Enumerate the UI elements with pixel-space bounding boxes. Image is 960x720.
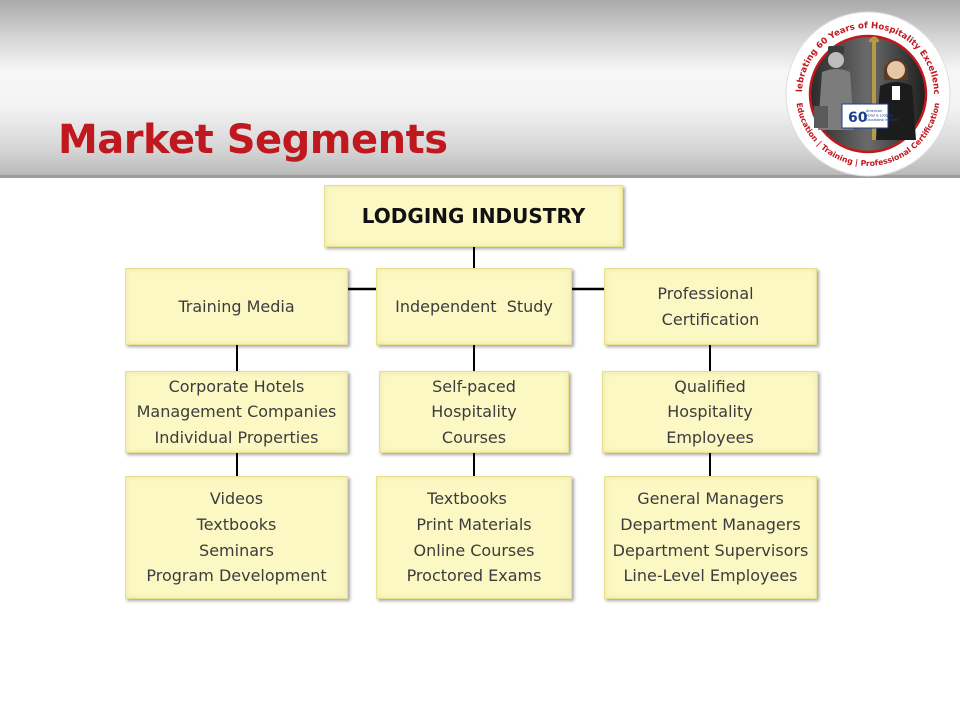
badge-number: 60 [848,110,868,126]
product-line: Department Supervisors [612,540,809,560]
node-products-professional-certification: General Managers Department Managers Dep… [604,476,817,599]
node-label-line: Professional [657,283,754,303]
product-line: General Managers [637,489,784,509]
node-products-independent-study: Textbooks Print Materials Online Courses… [376,476,572,599]
product-line: Seminars [199,540,274,560]
header-divider [0,175,960,178]
badge-text-2: Hotel & Lodging [866,114,893,118]
ahlei-60-years-logo: Celebrating 60 Years of Hospitality Exce… [784,10,951,177]
node-label-line: Training Media [178,296,295,316]
node-segment-qualified-employees: Qualified Hospitality Employees [602,371,818,453]
node-training-media: Training Media [125,268,348,345]
node-products-training-media: Videos Textbooks Seminars Program Develo… [125,476,348,599]
page-title: Market Segments [58,117,448,163]
product-line: Proctored Exams [406,566,542,586]
segment-line: Hospitality [431,402,517,422]
product-line: Print Materials [416,514,532,534]
root-node-label: LODGING INDUSTRY [361,204,586,228]
segment-line: Corporate Hotels [168,376,305,396]
product-line: Line-Level Employees [623,566,798,586]
badge-text-1: American [866,109,882,113]
root-node-lodging-industry: LODGING INDUSTRY [324,185,623,247]
node-segment-hotels: Corporate Hotels Management Companies In… [125,371,348,453]
node-label-line: Certification [661,309,760,329]
segment-line: Hospitality [667,402,753,422]
segment-line: Management Companies [136,402,337,422]
product-line: Textbooks [196,514,277,534]
product-line: Textbooks [427,489,507,509]
segment-line: Employees [666,427,754,447]
node-professional-certification: Professional Certification [604,268,817,345]
segment-line: Qualified [674,376,746,396]
ahlei-badge: 60 American Hotel & Lodging Educational … [841,103,898,129]
product-line: Department Managers [620,514,801,534]
node-segment-self-paced: Self-paced Hospitality Courses [379,371,569,453]
product-line: Videos [209,489,264,509]
node-independent-study: Independent Study [376,268,572,345]
product-line: Program Development [146,566,327,586]
badge-text-3: Educational Institute [866,118,898,122]
segment-line: Individual Properties [154,427,319,447]
product-line: Online Courses [413,540,535,560]
segment-line: Courses [441,427,507,447]
node-label-line: Independent Study [395,296,553,316]
segment-line: Self-paced [432,376,516,396]
